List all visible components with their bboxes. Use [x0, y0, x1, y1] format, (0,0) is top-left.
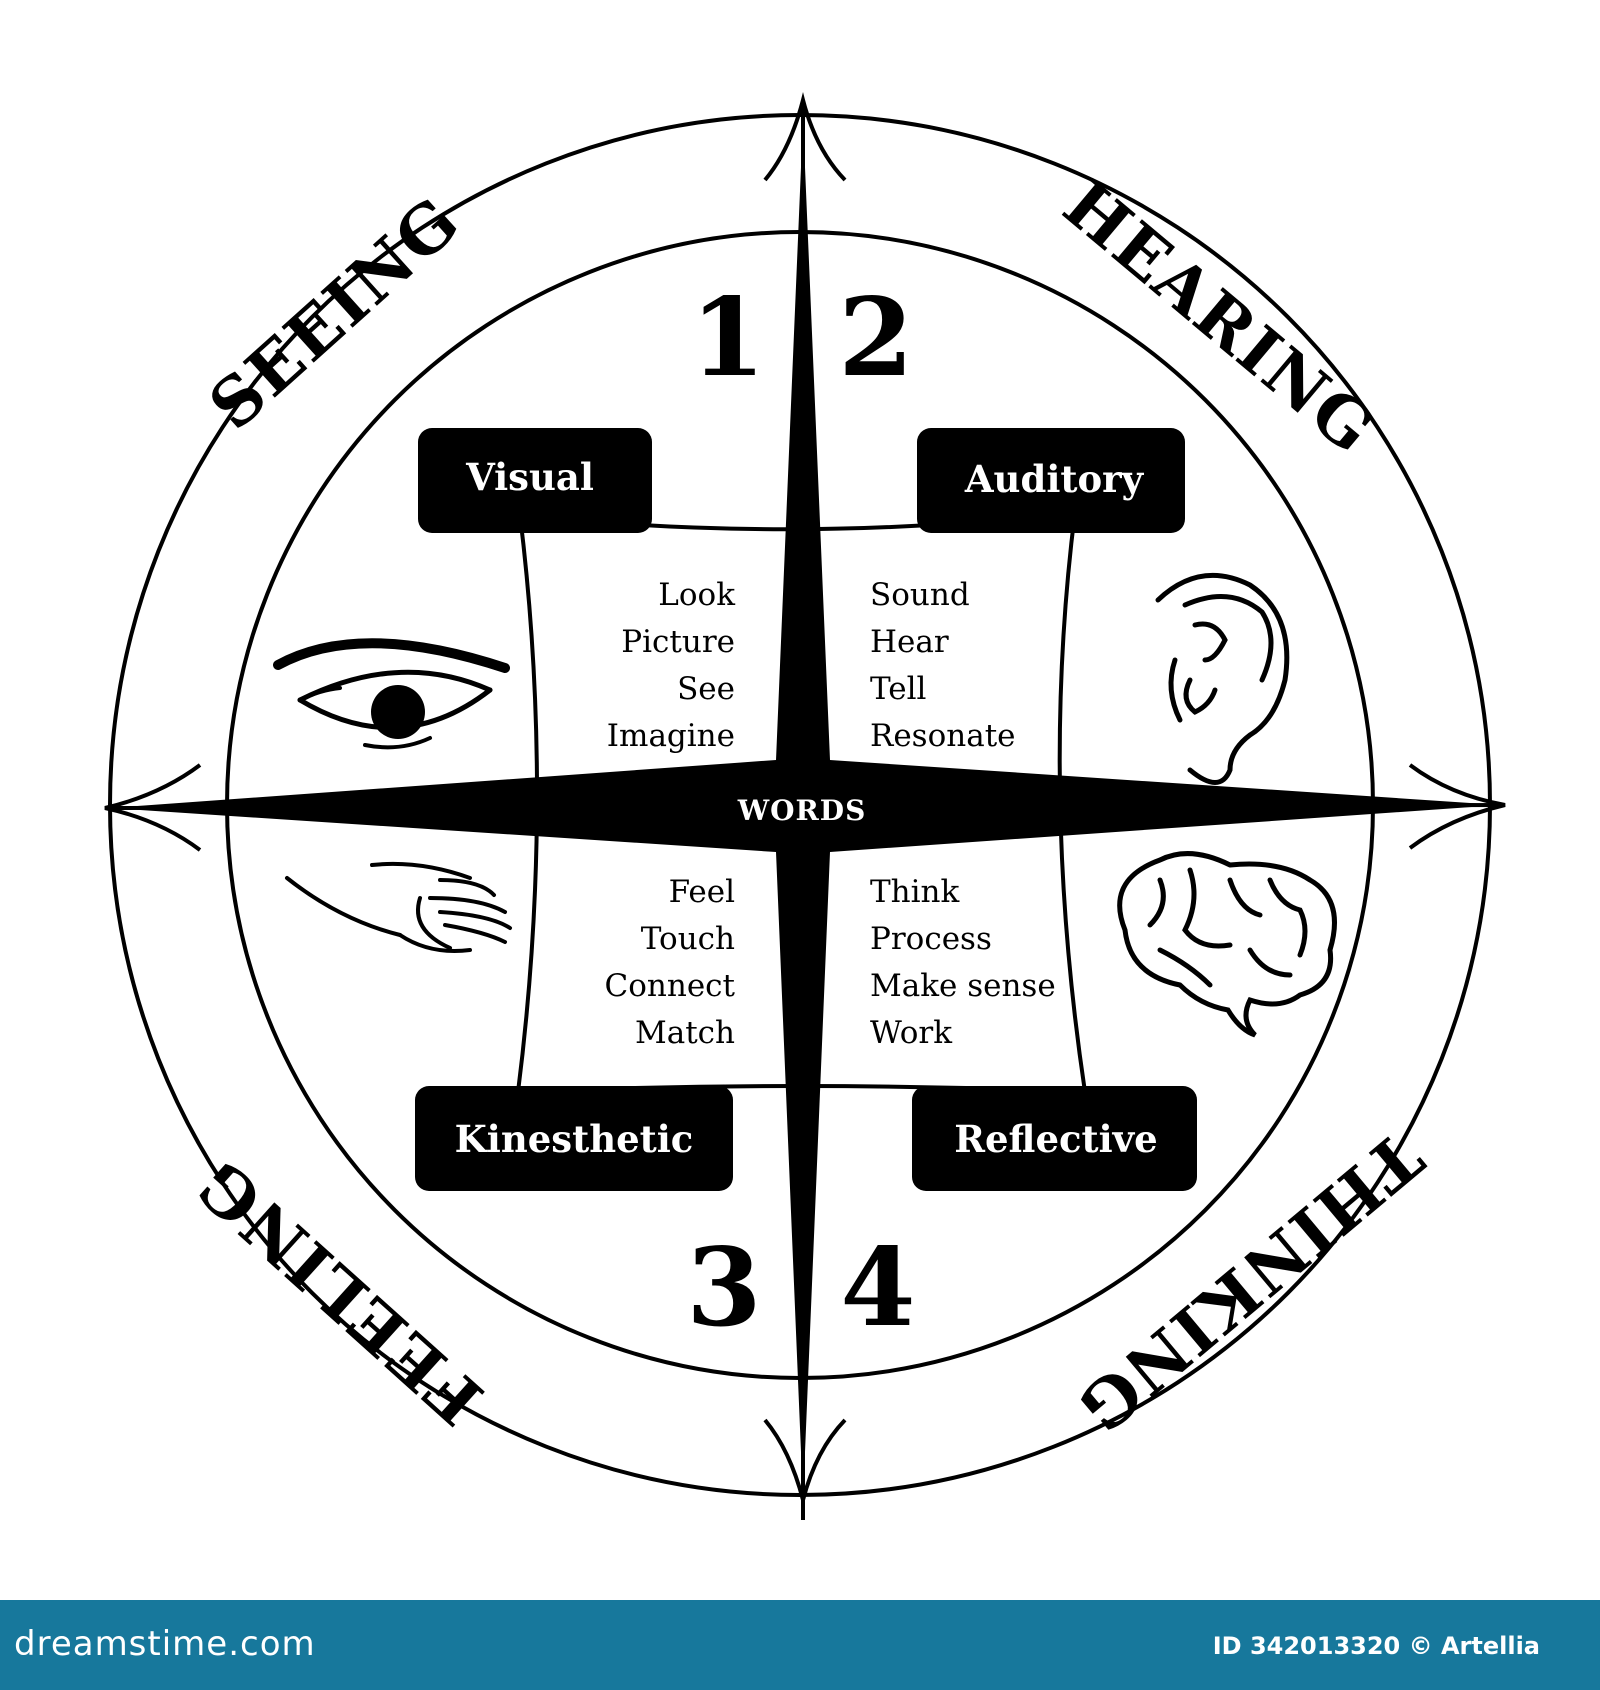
footer-brand: dreamstime.com [14, 1624, 316, 1664]
list-item: Picture [621, 624, 735, 660]
footer-credit: ID 342013320 © Artellia [1212, 1632, 1540, 1660]
auditory-word-list: Sound Hear Tell Resonate [870, 577, 1016, 754]
quadrant-number-2: 2 [838, 275, 913, 401]
list-item: Imagine [607, 718, 735, 754]
list-item: Match [635, 1015, 735, 1051]
reflective-word-list: Think Process Make sense Work [870, 874, 1056, 1051]
tab-reflective-label: Reflective [954, 1117, 1157, 1161]
list-item: Resonate [870, 718, 1016, 754]
compass-star [110, 120, 1500, 1500]
list-item: Sound [870, 577, 970, 613]
tab-auditory: Auditory [917, 428, 1185, 533]
quadrant-number-3: 3 [686, 1225, 761, 1351]
list-item: Tell [870, 671, 926, 707]
list-item: Process [870, 921, 992, 957]
brain-icon [1117, 851, 1337, 1038]
watermark-footer: dreamstime.com ID 342013320 © Artellia [0, 1600, 1600, 1690]
tab-visual-label: Visual [465, 455, 594, 499]
tab-reflective: Reflective [912, 1086, 1197, 1191]
list-item: Work [870, 1015, 952, 1051]
ear-icon [1155, 572, 1290, 785]
quadrant-number-1: 1 [690, 275, 765, 401]
center-label: WORDS [737, 794, 867, 827]
kinesthetic-word-list: Feel Touch Connect Match [605, 874, 736, 1051]
quadrant-number-4: 4 [840, 1225, 915, 1351]
eye-icon [273, 638, 510, 750]
tab-visual: Visual [418, 428, 652, 533]
list-item: Feel [669, 874, 735, 910]
ring-label-seeing: SEEING [194, 181, 475, 445]
visual-word-list: Look Picture See Imagine [607, 577, 735, 754]
list-item: Connect [605, 968, 736, 1004]
hand-icon [285, 861, 512, 953]
tab-kinesthetic: Kinesthetic [415, 1086, 733, 1191]
list-item: Hear [870, 624, 949, 660]
list-item: Look [658, 577, 735, 613]
list-item: Make sense [870, 968, 1056, 1004]
tab-auditory-label: Auditory [964, 457, 1145, 501]
list-item: See [677, 671, 735, 707]
tab-kinesthetic-label: Kinesthetic [455, 1117, 694, 1161]
list-item: Touch [641, 921, 735, 957]
list-item: Think [870, 874, 960, 910]
